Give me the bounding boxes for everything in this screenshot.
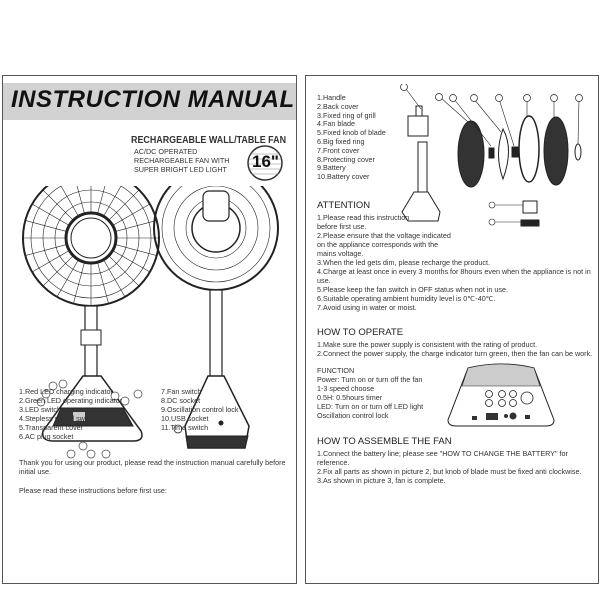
grill-spoke [112,250,151,273]
assemble-list: 1.Connect the battery line; please see "… [317,449,581,485]
operate-heading: HOW TO OPERATE [317,327,404,338]
part-item: 6.Big fixed ring [317,136,365,146]
part-item: 2.Green LED operating indicator [19,396,123,405]
grill-spoke [56,259,79,298]
desc-line: AC/DC OPERATED [134,147,198,156]
part-item: 3.Fixed ring of grill [317,110,376,120]
function-item: 1-3 speed choose [317,384,375,393]
part-item: 6.AC plug socket [19,432,74,441]
grill-spoke [25,220,67,232]
function-list: Power: Turn on or turn off the fan 1-3 s… [317,375,423,420]
attention-item: 1.Please read this instruction [317,213,410,222]
part-item: 3.LED switch [19,405,61,414]
function-item: Oscillation control lock [317,411,389,420]
function-heading: FUNCTION [317,366,355,375]
attention-item: 7.Avoid using in water or moist. [317,303,417,312]
function-item: 0.5H: 0.5hours timer [317,393,383,402]
desc-line: RECHARGEABLE FAN WITH [134,156,230,165]
size-badge: 16" [252,152,279,171]
part-item: 4.Stepless speed switch [19,414,97,423]
part-item: 2.Back cover [317,101,359,111]
product-title: RECHARGEABLE WALL/TABLE FAN [131,134,287,146]
grill-spoke [97,186,106,214]
left-page: INSTRUCTION MANUAL RECHARGEABLE WALL/TAB… [2,75,297,584]
read-note: Please read these instructions before fi… [19,486,167,495]
parts-list-left: 1.Red LED charging indicator 2.Green LED… [19,387,122,441]
right-page: 1.Handle 2.Back cover 3.Fixed ring of gr… [305,75,599,584]
title-band [3,83,296,120]
part-item: 9.Battery [317,163,346,173]
operate-item: 1.Make sure the power supply is consiste… [317,340,538,349]
part-item: 8.DC socket [161,396,201,405]
function-item: Power: Turn on or turn off the fan [317,375,423,384]
grill-spoke [97,262,109,304]
size-badge-graphic [247,145,283,181]
function-item: LED: Turn on or turn off LED light [317,402,424,411]
back-fan [153,186,279,449]
operate-item: 2.Connect the power supply, the charge i… [317,349,593,358]
desc-line: SUPER BRIGHT LED LIGHT [134,165,227,174]
front-fan [22,186,160,442]
manual-title: INSTRUCTION MANUAL [11,86,295,113]
grill-spoke [103,259,126,298]
assemble-heading: HOW TO ASSEMBLE THE FAN [317,436,452,447]
part-item: 4.Fan blade [317,119,355,129]
grill-spoke [42,255,74,287]
thanks-line: initial use. [19,467,51,476]
control-panel-diagram [447,363,555,427]
grill-spoke [115,220,157,232]
grill-spoke [31,250,70,273]
thank-you-note: Thank you for using our product, please … [19,458,286,476]
operate-list: 1.Make sure the power supply is consiste… [317,340,592,358]
part-item: 10.USB socket [161,414,209,423]
attention-item: 5.Please keep the fan switch in OFF stat… [317,285,508,294]
grill-spoke [76,186,85,214]
exploded-view-diagram [400,84,583,227]
attention-item: mains voltage. [317,249,364,258]
grill-spoke [112,203,151,226]
attention-item: use. [317,276,331,285]
assemble-item: 3.As shown in picture 3, fan is complete… [317,476,446,485]
attention-item: 2.Please ensure that the voltage indicat… [317,231,451,240]
part-item: 8.Protecting cover [317,154,375,164]
grill-spoke [103,186,122,217]
part-item: 10.Battery cover [317,172,370,182]
attention-item: 3.When the led gets dim, please recharge… [317,258,491,267]
grill-spoke [31,203,70,226]
attention-item: 6.Suitable operating ambient humidity le… [317,294,496,303]
grill-spoke [60,186,79,217]
part-item: 7.Fan switch [161,387,202,396]
part-item: 1.Handle [317,93,346,102]
part-item: 9.Oscillation control lock [161,405,239,414]
attention-heading: ATTENTION [317,200,371,211]
grill-spoke [42,189,74,221]
exploded-parts-list: 1.Handle 2.Back cover 3.Fixed ring of gr… [317,93,386,182]
product-description: AC/DC OPERATED RECHARGEABLE FAN WITH SUP… [134,147,229,174]
attention-item: on the appliance corresponds with the [317,240,439,249]
attention-item: before first use. [317,222,367,231]
part-item: 1.Red LED charging indicator [19,387,113,396]
grill-spoke [108,255,140,287]
part-item: 11.Time switch [161,423,209,432]
assemble-item: 1.Connect the battery line; please see "… [317,449,568,458]
assemble-item: 2.Fix all parts as shown in picture 2, b… [317,467,582,476]
callout-markers [36,379,143,459]
grill-spoke [108,189,140,221]
grill-spoke [115,244,157,256]
attention-item: 4.Charge at least once in every 3 months… [317,267,591,276]
grill-spoke [73,262,85,304]
attention-list: 1.Please read this instruction before fi… [317,213,591,312]
thanks-line: Thank you for using our product, please … [19,458,286,467]
part-item: 5.Transparent cover [19,423,84,432]
grill-spoke [25,244,67,256]
assemble-item: reference. [317,458,350,467]
fan-illustration [22,186,279,459]
part-item: 7.Front cover [317,145,360,155]
parts-list-right: 7.Fan switch 8.DC socket 9.Oscillation c… [161,387,239,432]
part-item: 5.Fixed knob of blade [317,128,386,138]
